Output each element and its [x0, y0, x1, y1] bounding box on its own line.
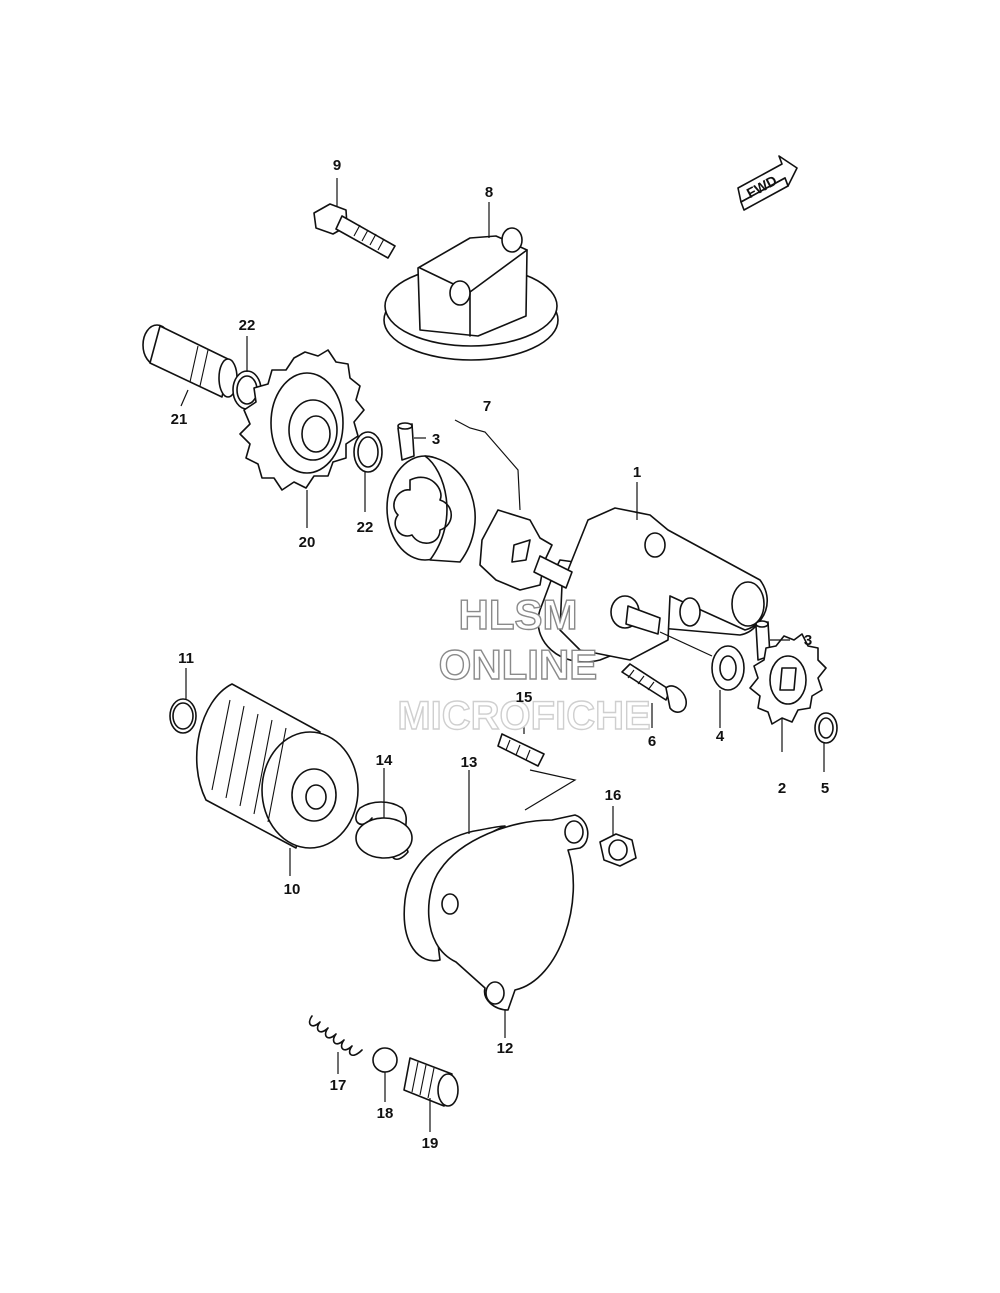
part-6-screw	[621, 663, 687, 713]
callout-17: 17	[330, 1077, 347, 1094]
part-16-nut	[599, 833, 637, 867]
part-2-gear-small	[749, 633, 827, 725]
part-9-bolt	[313, 203, 396, 259]
callouts: 9 8 22 21 7 3 1 22 20 3 11 15 6 4 14 13 …	[171, 157, 830, 1152]
callout-11: 11	[178, 650, 194, 667]
callout-18: 18	[377, 1105, 394, 1122]
leader-lines	[180, 178, 825, 1132]
callout-14: 14	[376, 752, 393, 769]
callout-8: 8	[485, 184, 493, 201]
part-1-pump-body	[533, 507, 769, 663]
fwd-arrow-icon: FWD	[737, 155, 798, 211]
part-7-rotor-inner	[479, 509, 553, 591]
part-19-plug	[403, 1057, 459, 1107]
part-5-circlip	[814, 712, 838, 744]
callout-15: 15	[516, 689, 533, 706]
callout-16: 16	[605, 787, 622, 804]
callout-7: 7	[483, 398, 491, 415]
callout-3-lower: 3	[804, 632, 812, 649]
callout-13: 13	[461, 754, 478, 771]
part-18-ball	[372, 1047, 398, 1073]
callout-12: 12	[497, 1040, 514, 1057]
callout-1: 1	[633, 464, 641, 481]
part-4-washer	[711, 645, 745, 691]
part-12-filter-cover	[427, 814, 589, 1011]
part-17-spring	[308, 1015, 363, 1057]
part-7-rotor-outer	[386, 455, 476, 563]
part-10-oil-filter	[195, 683, 359, 849]
part-3-pin-upper	[397, 422, 415, 461]
callout-4: 4	[716, 728, 725, 745]
callout-10: 10	[284, 881, 301, 898]
part-20-gear	[239, 349, 365, 491]
callout-2: 2	[778, 780, 786, 797]
part-21-shaft	[142, 324, 238, 398]
callout-3-upper: 3	[432, 431, 440, 448]
watermark-line-3: MICROFICHE	[397, 694, 650, 738]
callout-20: 20	[299, 534, 316, 551]
callout-22-upper: 22	[239, 317, 256, 334]
callout-21: 21	[171, 411, 188, 428]
callout-9: 9	[333, 157, 341, 174]
callout-5: 5	[821, 780, 829, 797]
callout-19: 19	[422, 1135, 439, 1152]
callout-6: 6	[648, 733, 656, 750]
watermark-line-2: ONLINE	[439, 641, 598, 688]
part-8-cover	[383, 227, 559, 361]
part-11-o-ring	[169, 698, 197, 734]
part-22-circlip-lower	[353, 431, 383, 473]
watermark: HLSM ONLINE MICROFICHE	[397, 590, 652, 738]
watermark-line-1: HLSM	[459, 591, 578, 638]
callout-22-lower: 22	[357, 519, 374, 536]
part-15-stud	[497, 733, 545, 767]
